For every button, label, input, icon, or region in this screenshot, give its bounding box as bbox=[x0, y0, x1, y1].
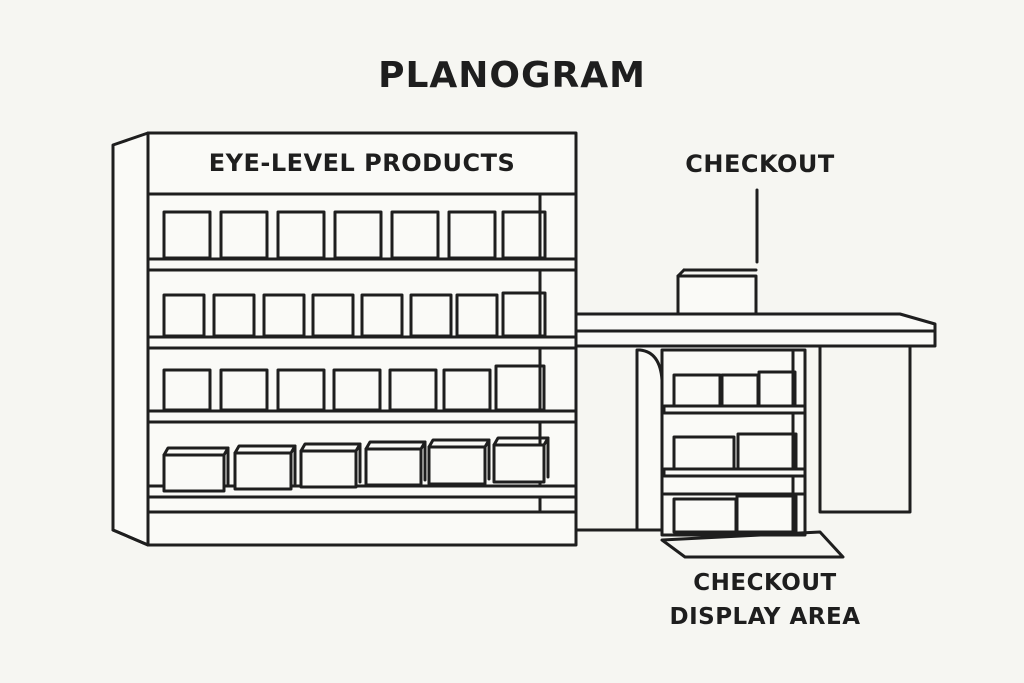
shelf-board-1 bbox=[146, 257, 578, 272]
product-box bbox=[501, 210, 547, 260]
checkout-counter bbox=[574, 188, 937, 559]
eye-level-products-label: EYE-LEVEL PRODUCTS bbox=[208, 149, 516, 177]
product-box bbox=[162, 293, 206, 338]
boxed-product bbox=[427, 438, 491, 486]
boxed-product bbox=[233, 444, 297, 491]
product-box bbox=[276, 368, 326, 412]
product-box bbox=[409, 293, 453, 338]
counter-body bbox=[574, 344, 639, 532]
counter-right-body bbox=[818, 344, 912, 514]
product-box bbox=[735, 494, 798, 534]
display-floor-mat bbox=[660, 530, 845, 559]
product-box bbox=[442, 368, 492, 412]
product-box bbox=[672, 373, 722, 408]
shelf-board-2 bbox=[146, 335, 578, 350]
product-box bbox=[332, 368, 382, 412]
product-box bbox=[494, 364, 546, 412]
display-frame bbox=[635, 348, 664, 532]
product-box bbox=[501, 291, 547, 338]
shelf-board-3 bbox=[146, 409, 578, 424]
product-box bbox=[276, 210, 326, 260]
shelving-unit bbox=[111, 131, 578, 547]
product-box bbox=[390, 210, 440, 260]
product-box bbox=[455, 293, 499, 338]
product-box bbox=[219, 368, 269, 412]
display-area-label-line-1: CHECKOUT bbox=[693, 570, 837, 596]
product-box bbox=[262, 293, 306, 338]
shelf-row-4-products bbox=[162, 436, 550, 493]
shelf-row-2-products bbox=[162, 291, 547, 338]
shelf-row-1-products bbox=[162, 210, 547, 260]
shelving-side-panel bbox=[111, 131, 150, 547]
product-box bbox=[311, 293, 355, 338]
checkout-label: CHECKOUT bbox=[685, 150, 835, 178]
product-box bbox=[360, 293, 404, 338]
boxed-product bbox=[162, 446, 230, 493]
boxed-product bbox=[492, 436, 550, 484]
shelf-row-3-products bbox=[162, 364, 546, 412]
display-row-1-products bbox=[672, 370, 797, 408]
product-box bbox=[757, 370, 797, 408]
product-box bbox=[447, 210, 497, 260]
product-box bbox=[212, 293, 256, 338]
product-box bbox=[219, 210, 269, 260]
product-box bbox=[333, 210, 383, 260]
product-box bbox=[388, 368, 438, 412]
display-row-3-products bbox=[672, 494, 798, 534]
checkout-display-unit bbox=[635, 348, 845, 559]
product-box bbox=[672, 435, 736, 471]
shelving-floor-edge bbox=[111, 528, 150, 547]
diagram-title: PLANOGRAM bbox=[378, 55, 646, 96]
product-box bbox=[736, 432, 798, 471]
boxed-product bbox=[364, 440, 427, 487]
product-box bbox=[162, 368, 212, 412]
product-box bbox=[162, 210, 212, 260]
display-row-2-products bbox=[672, 432, 798, 471]
boxed-product bbox=[299, 442, 362, 489]
display-area-label-line-2: DISPLAY AREA bbox=[669, 604, 861, 630]
